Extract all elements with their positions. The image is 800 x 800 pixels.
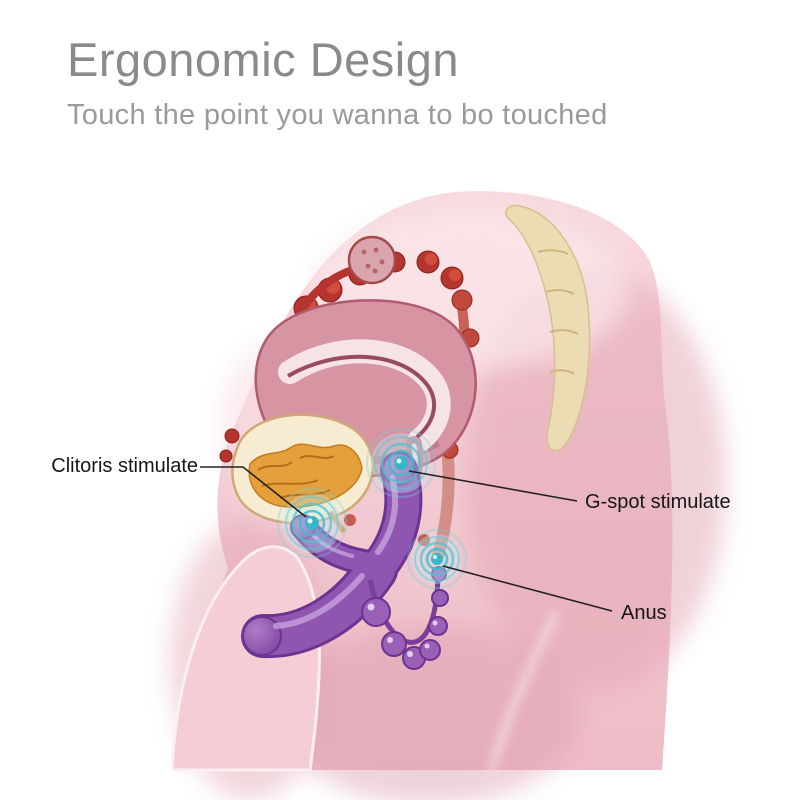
clitoris-label: Clitoris stimulate <box>51 455 198 477</box>
callout-lines <box>200 466 613 612</box>
ovary <box>347 235 397 285</box>
clitoris-callout-line <box>200 466 307 518</box>
gspot-label: G-spot stimulate <box>585 491 731 513</box>
page-title: Ergonomic Design <box>67 33 460 86</box>
uterine-cavity <box>278 339 451 452</box>
sacrum <box>505 204 591 452</box>
gspot-callout-line <box>408 470 578 502</box>
buttock-shading <box>466 270 726 690</box>
anus-ripple-icon <box>407 529 467 589</box>
anus-callout-line <box>442 565 613 612</box>
page-subtitle: Touch the point you wanna to bo touched <box>67 99 608 131</box>
anal-beads <box>361 566 449 670</box>
bladder <box>231 413 430 546</box>
clitoris-ripple-icon <box>277 488 347 558</box>
gspot-ripple-icon <box>366 428 436 498</box>
anus-label: Anus <box>621 602 667 624</box>
